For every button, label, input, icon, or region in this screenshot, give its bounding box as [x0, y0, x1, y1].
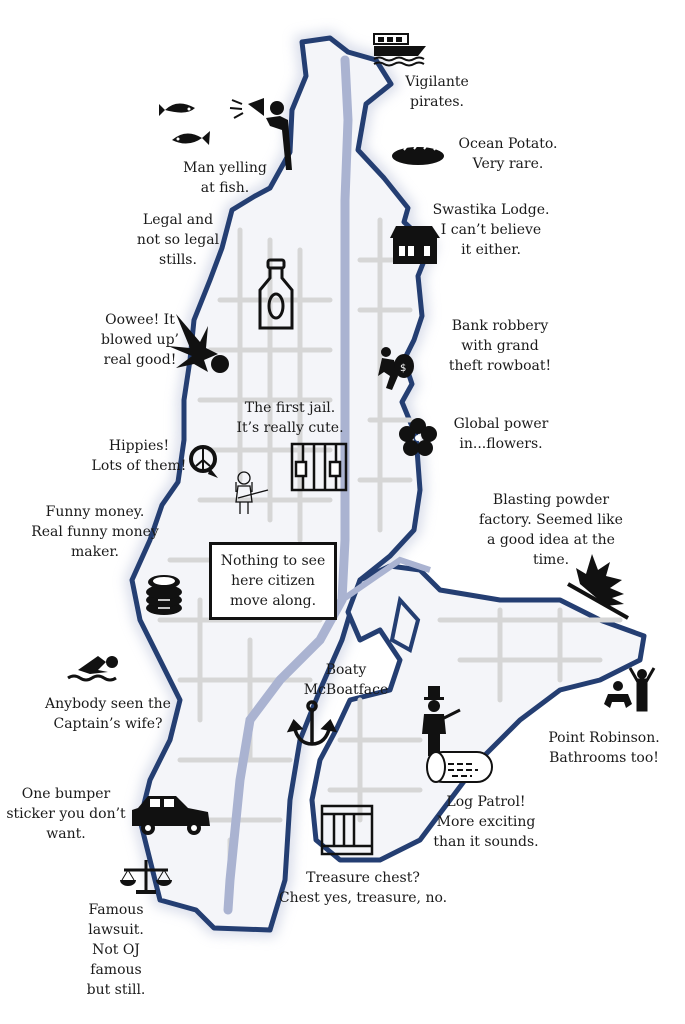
label-lawsuit: Famous lawsuit. Not OJ famous but still.: [86, 902, 146, 998]
svg-text:$: $: [400, 363, 406, 374]
label-swastika-lodge: Swastika Lodge. I can’t believe it eithe…: [432, 202, 550, 258]
car-icon: [132, 796, 210, 835]
label-bank-robbery: Bank robbery with grand theft rowboat!: [448, 318, 552, 374]
label-vigilante-pirates: Vigilante pirates.: [405, 74, 469, 110]
notice-box: Nothing to see here citizen move along.: [209, 542, 337, 620]
ferry-boat-icon: [373, 33, 426, 67]
label-captains-wife: Anybody seen the Captain’s wife?: [45, 696, 171, 732]
flower-icon: [399, 418, 437, 456]
label-stills: Legal and not so legal stills.: [136, 212, 220, 268]
label-bumper-sticker: One bumper sticker you don’t want.: [6, 786, 126, 842]
scales-icon: [120, 860, 172, 894]
bread-loaf-icon: [392, 144, 444, 165]
robber-money-bag-icon: $: [378, 347, 414, 390]
label-treasure-chest: Treasure chest? Chest yes, treasure, no.: [278, 870, 448, 906]
label-funny-money: Funny money. Real funny money maker.: [31, 504, 159, 560]
label-log-patrol: Log Patrol! More exciting than it sounds…: [433, 794, 539, 850]
label-man-yelling: Man yelling at fish.: [183, 160, 267, 196]
explosion-icon: [168, 314, 229, 373]
label-hippies: Hippies! Lots of them!: [91, 438, 187, 474]
peace-sign-hippie-icon: [189, 445, 269, 514]
label-first-jail: The first jail. It’s really cute.: [236, 400, 344, 436]
pilgrim-log-icon: [422, 686, 493, 783]
man-megaphone-fish-icon: [159, 98, 292, 170]
label-ocean-potato: Ocean Potato. Very rare.: [458, 136, 558, 172]
label-boaty: Boaty McBoatface: [303, 662, 389, 698]
quartermaster-harbor-edge: [340, 556, 431, 603]
swimmer-icon: [67, 656, 118, 682]
crate-icon: [320, 804, 374, 856]
coin-stack-icon: [146, 575, 182, 615]
anchor-icon: [286, 700, 338, 746]
vashon-island: [124, 30, 439, 938]
label-global-power: Global power in...flowers.: [453, 416, 549, 452]
label-point-robinson: Point Robinson. Bathrooms too!: [548, 730, 660, 766]
label-oowee: Oowee! It blowed up’ real good!: [101, 312, 179, 368]
house-icon: [390, 226, 440, 264]
label-blasting-powder: Blasting powder factory. Seemed like a g…: [479, 492, 623, 568]
people-icon: [604, 667, 656, 712]
jail-bars-icon: [290, 442, 348, 492]
blast-icon: [567, 554, 629, 620]
bottle-icon: [258, 258, 294, 330]
